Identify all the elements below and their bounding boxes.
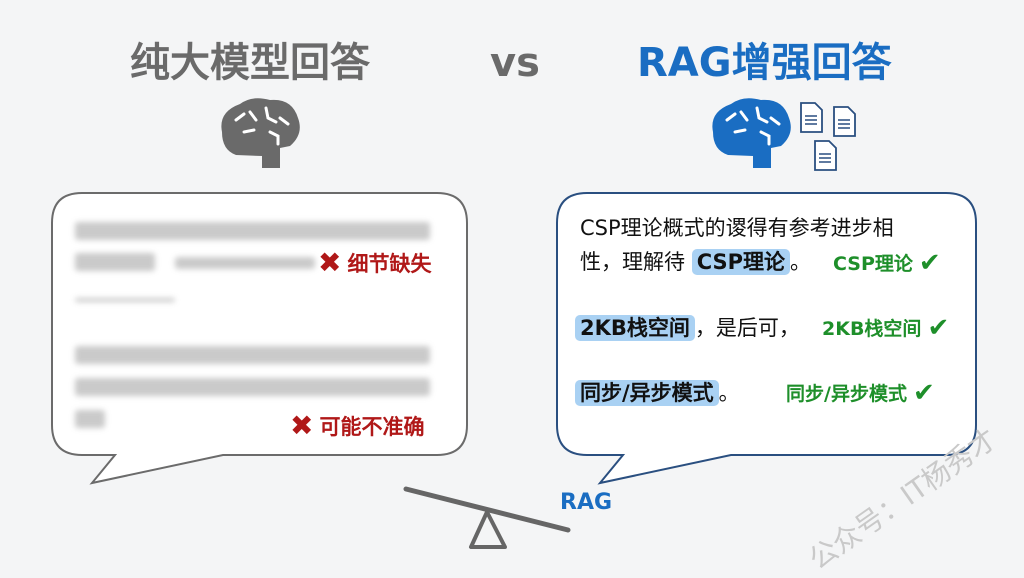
answer-line-3: 2KB栈空间，是后可， xyxy=(575,313,800,343)
brain-icon-gray xyxy=(221,98,300,168)
seesaw-fulcrum xyxy=(469,510,507,549)
right-title: RAG增强回答 xyxy=(637,40,892,86)
left-title: 纯大模型回答 xyxy=(130,40,370,86)
issue-inaccurate: ✖ 可能不准确 xyxy=(290,409,425,442)
brain-icon-blue xyxy=(712,98,791,168)
right-speech-bubble xyxy=(556,192,977,485)
answer-line-2: 性，理解待 CSP理论。 xyxy=(580,249,812,275)
seesaw-beam xyxy=(403,486,571,533)
check-icon: ✔ xyxy=(927,312,950,343)
seesaw-rag-label: RAG xyxy=(560,490,613,515)
answer-line-1: CSP理论概式的谡得有参考进步相 xyxy=(580,216,894,240)
document-icons xyxy=(800,102,856,171)
check-csp: CSP理论 ✔ xyxy=(833,247,941,278)
highlight-sync: 同步/异步模式 xyxy=(575,380,719,406)
check-stack: 2KB栈空间 ✔ xyxy=(822,312,950,343)
cross-icon: ✖ xyxy=(318,246,342,279)
highlight-csp: CSP理论 xyxy=(691,249,791,275)
vs-label: vs xyxy=(490,40,540,86)
left-speech-bubble xyxy=(51,192,468,485)
highlight-stack: 2KB栈空间 xyxy=(575,315,695,341)
diagram-shapes xyxy=(51,98,977,549)
answer-line-4: 同步/异步模式。 xyxy=(575,378,740,408)
check-icon: ✔ xyxy=(918,247,941,278)
cross-icon: ✖ xyxy=(290,409,314,442)
check-icon: ✔ xyxy=(912,377,935,408)
check-sync: 同步/异步模式 ✔ xyxy=(786,377,935,408)
issue-missing-details: ✖ 细节缺失 xyxy=(318,246,432,279)
